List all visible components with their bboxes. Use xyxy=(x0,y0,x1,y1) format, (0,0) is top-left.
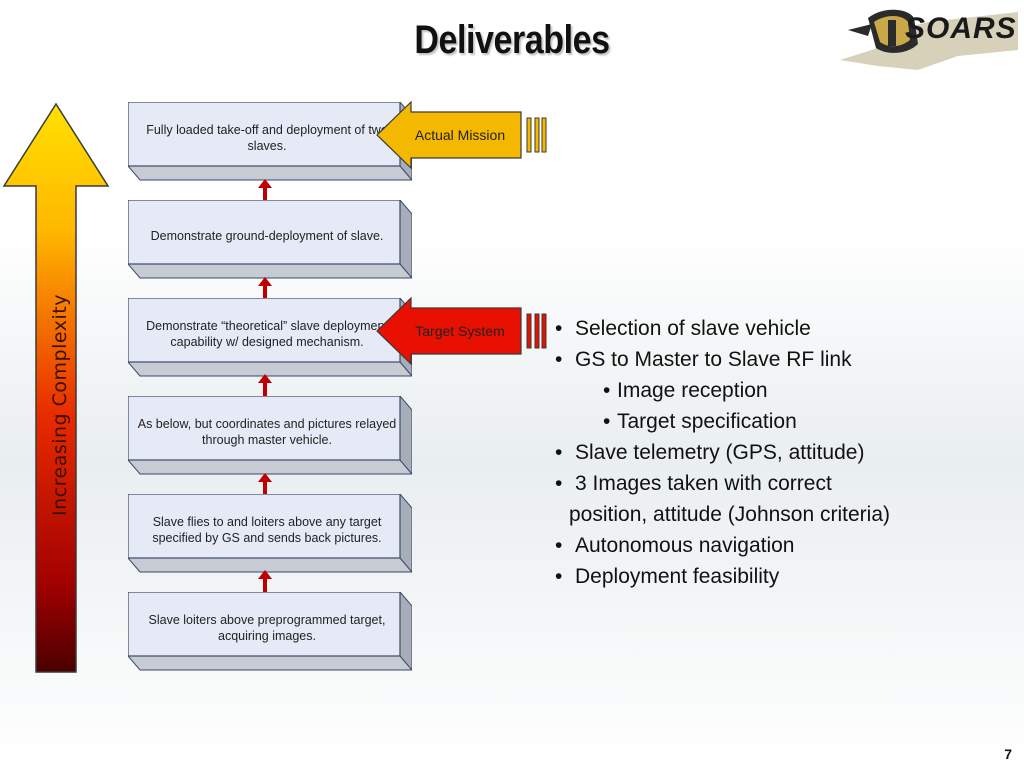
deliverable-box-6: Slave loiters above preprogrammed target… xyxy=(128,592,412,672)
up-arrow-icon xyxy=(258,277,272,299)
deliverable-box-1: Fully loaded take-off and deployment of … xyxy=(128,102,412,182)
bullet-item: •Autonomous navigation xyxy=(555,534,795,557)
buffalo-logo-icon xyxy=(840,9,1018,70)
up-arrow-icon xyxy=(258,473,272,495)
deliverable-box-3: Demonstrate “theoretical” slave deployme… xyxy=(128,298,412,378)
increasing-complexity-arrow xyxy=(2,102,110,673)
bullet-text: Deployment feasibility xyxy=(575,565,780,588)
up-arrow-icon xyxy=(258,179,272,201)
bullet-item: •Target specification xyxy=(603,410,797,433)
bullet-item: position, attitude (Johnson criteria) xyxy=(555,499,1005,530)
box-text: Demonstrate “theoretical” slave deployme… xyxy=(146,319,388,349)
bullet-text: Slave telemetry (GPS, attitude) xyxy=(575,441,865,464)
deliverable-box-2: Demonstrate ground-deployment of slave. xyxy=(128,200,412,280)
bullet-item: •3 Images taken with correct xyxy=(555,472,832,495)
bullet-item: •Slave telemetry (GPS, attitude) xyxy=(555,441,865,464)
bullet-text: position, attitude (Johnson criteria) xyxy=(569,503,890,526)
bullet-text: Target specification xyxy=(617,410,797,433)
bullet-text: Image reception xyxy=(617,379,768,402)
bullet-text: GS to Master to Slave RF link xyxy=(575,348,852,371)
target-system-callout xyxy=(376,296,547,366)
box-text: Fully loaded take-off and deployment of … xyxy=(146,123,388,153)
box-text: Slave flies to and loiters above any tar… xyxy=(152,515,382,545)
deliverable-box-5: Slave flies to and loiters above any tar… xyxy=(128,494,412,574)
up-arrow-icon xyxy=(258,374,272,396)
page-number: 7 xyxy=(1004,746,1012,762)
box-text: Demonstrate ground-deployment of slave. xyxy=(150,229,384,243)
bullet-item: •Selection of slave vehicle xyxy=(555,317,811,340)
actual-mission-callout xyxy=(376,100,547,170)
actual-mission-label: Actual Mission xyxy=(414,127,506,143)
target-system-label: Target System xyxy=(415,323,505,339)
bullet-text: 3 Images taken with correct xyxy=(575,472,832,495)
bullet-item: •Deployment feasibility xyxy=(555,565,780,588)
complexity-label: Increasing Complexity xyxy=(49,294,71,516)
bullet-text: Selection of slave vehicle xyxy=(575,317,811,340)
bullet-text: Autonomous navigation xyxy=(575,534,795,557)
box-text: Slave loiters above preprogrammed target… xyxy=(148,613,386,643)
bullet-list: •Selection of slave vehicle •GS to Maste… xyxy=(555,313,1005,592)
logo-text: SOARS xyxy=(905,12,1017,45)
bullet-item: •Image reception xyxy=(603,379,768,402)
up-arrow-icon xyxy=(258,570,272,592)
slide-title: Deliverables xyxy=(414,18,610,62)
bullet-item: •GS to Master to Slave RF link xyxy=(555,348,852,371)
box-text: As below, but coordinates and pictures r… xyxy=(137,417,397,447)
deliverable-box-4: As below, but coordinates and pictures r… xyxy=(128,396,412,476)
